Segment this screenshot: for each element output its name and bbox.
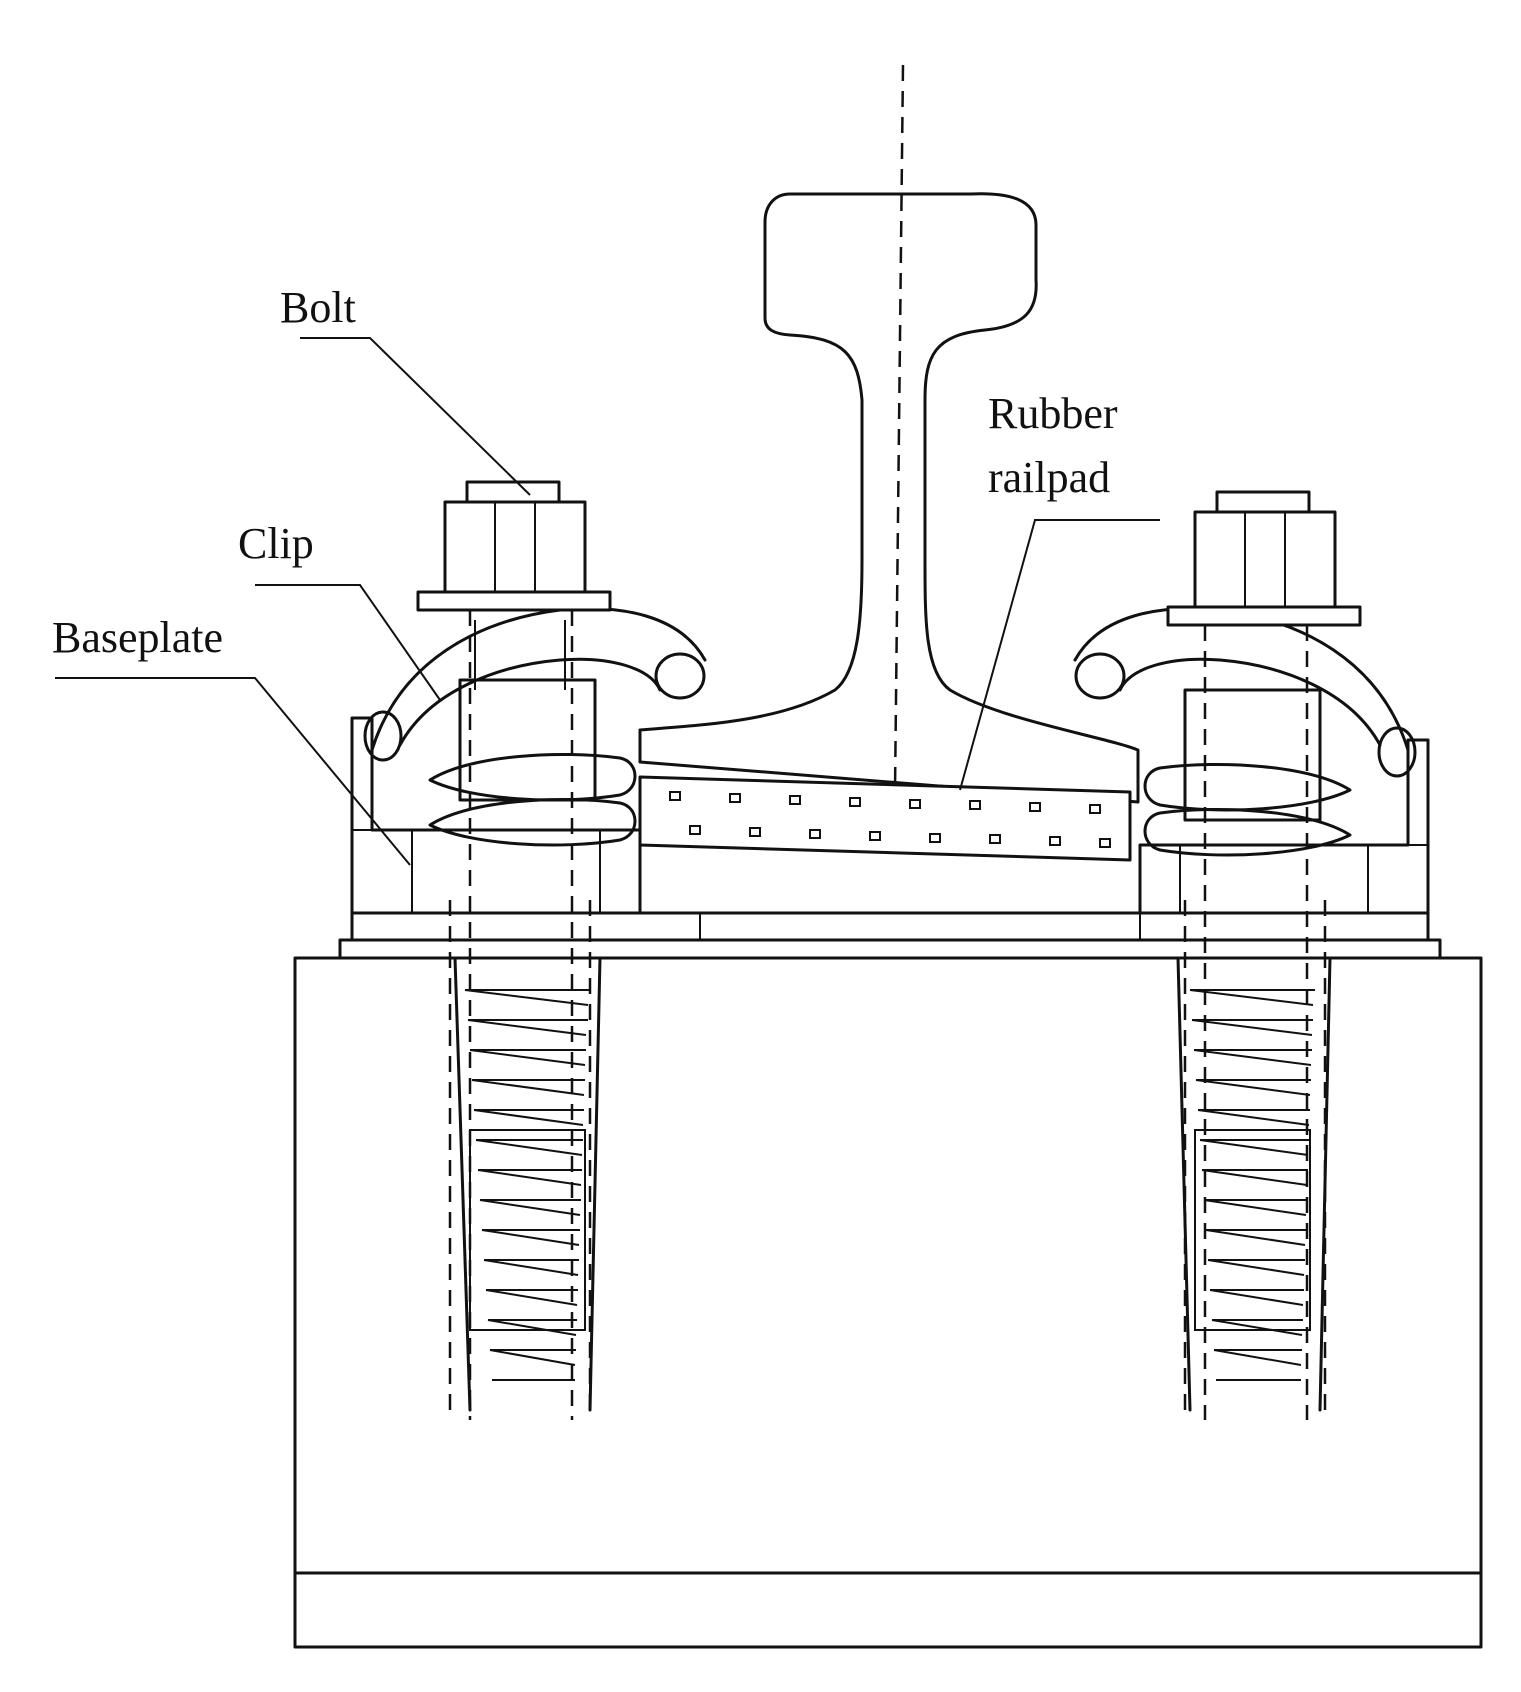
base-layers [338, 911, 1442, 960]
dowel-left [453, 956, 602, 1412]
baseplate-right [1138, 738, 1430, 915]
bolt-label: Bolt [280, 283, 356, 332]
bolt-left [416, 480, 612, 1420]
baseplate-label: Baseplate [52, 613, 223, 662]
bolt-leader-line [300, 337, 531, 496]
rubber-railpad-label-line2: railpad [988, 453, 1110, 502]
rail-profile [638, 192, 1140, 804]
leader-lines [55, 337, 1160, 866]
rail-centerline [893, 64, 905, 791]
sleeper-block [293, 956, 1483, 1649]
bolt-right [1166, 490, 1362, 1420]
baseplate-left [350, 716, 642, 915]
clip-label: Clip [238, 519, 314, 568]
rubber-railpad-label-line1: Rubber [988, 389, 1118, 438]
rubber-railpad-leader-line [959, 519, 1160, 791]
dowel-right [1176, 956, 1332, 1412]
clip-leader-line [255, 584, 441, 701]
rubber-railpad [638, 775, 1132, 862]
baseplate-leader-line [55, 677, 411, 866]
